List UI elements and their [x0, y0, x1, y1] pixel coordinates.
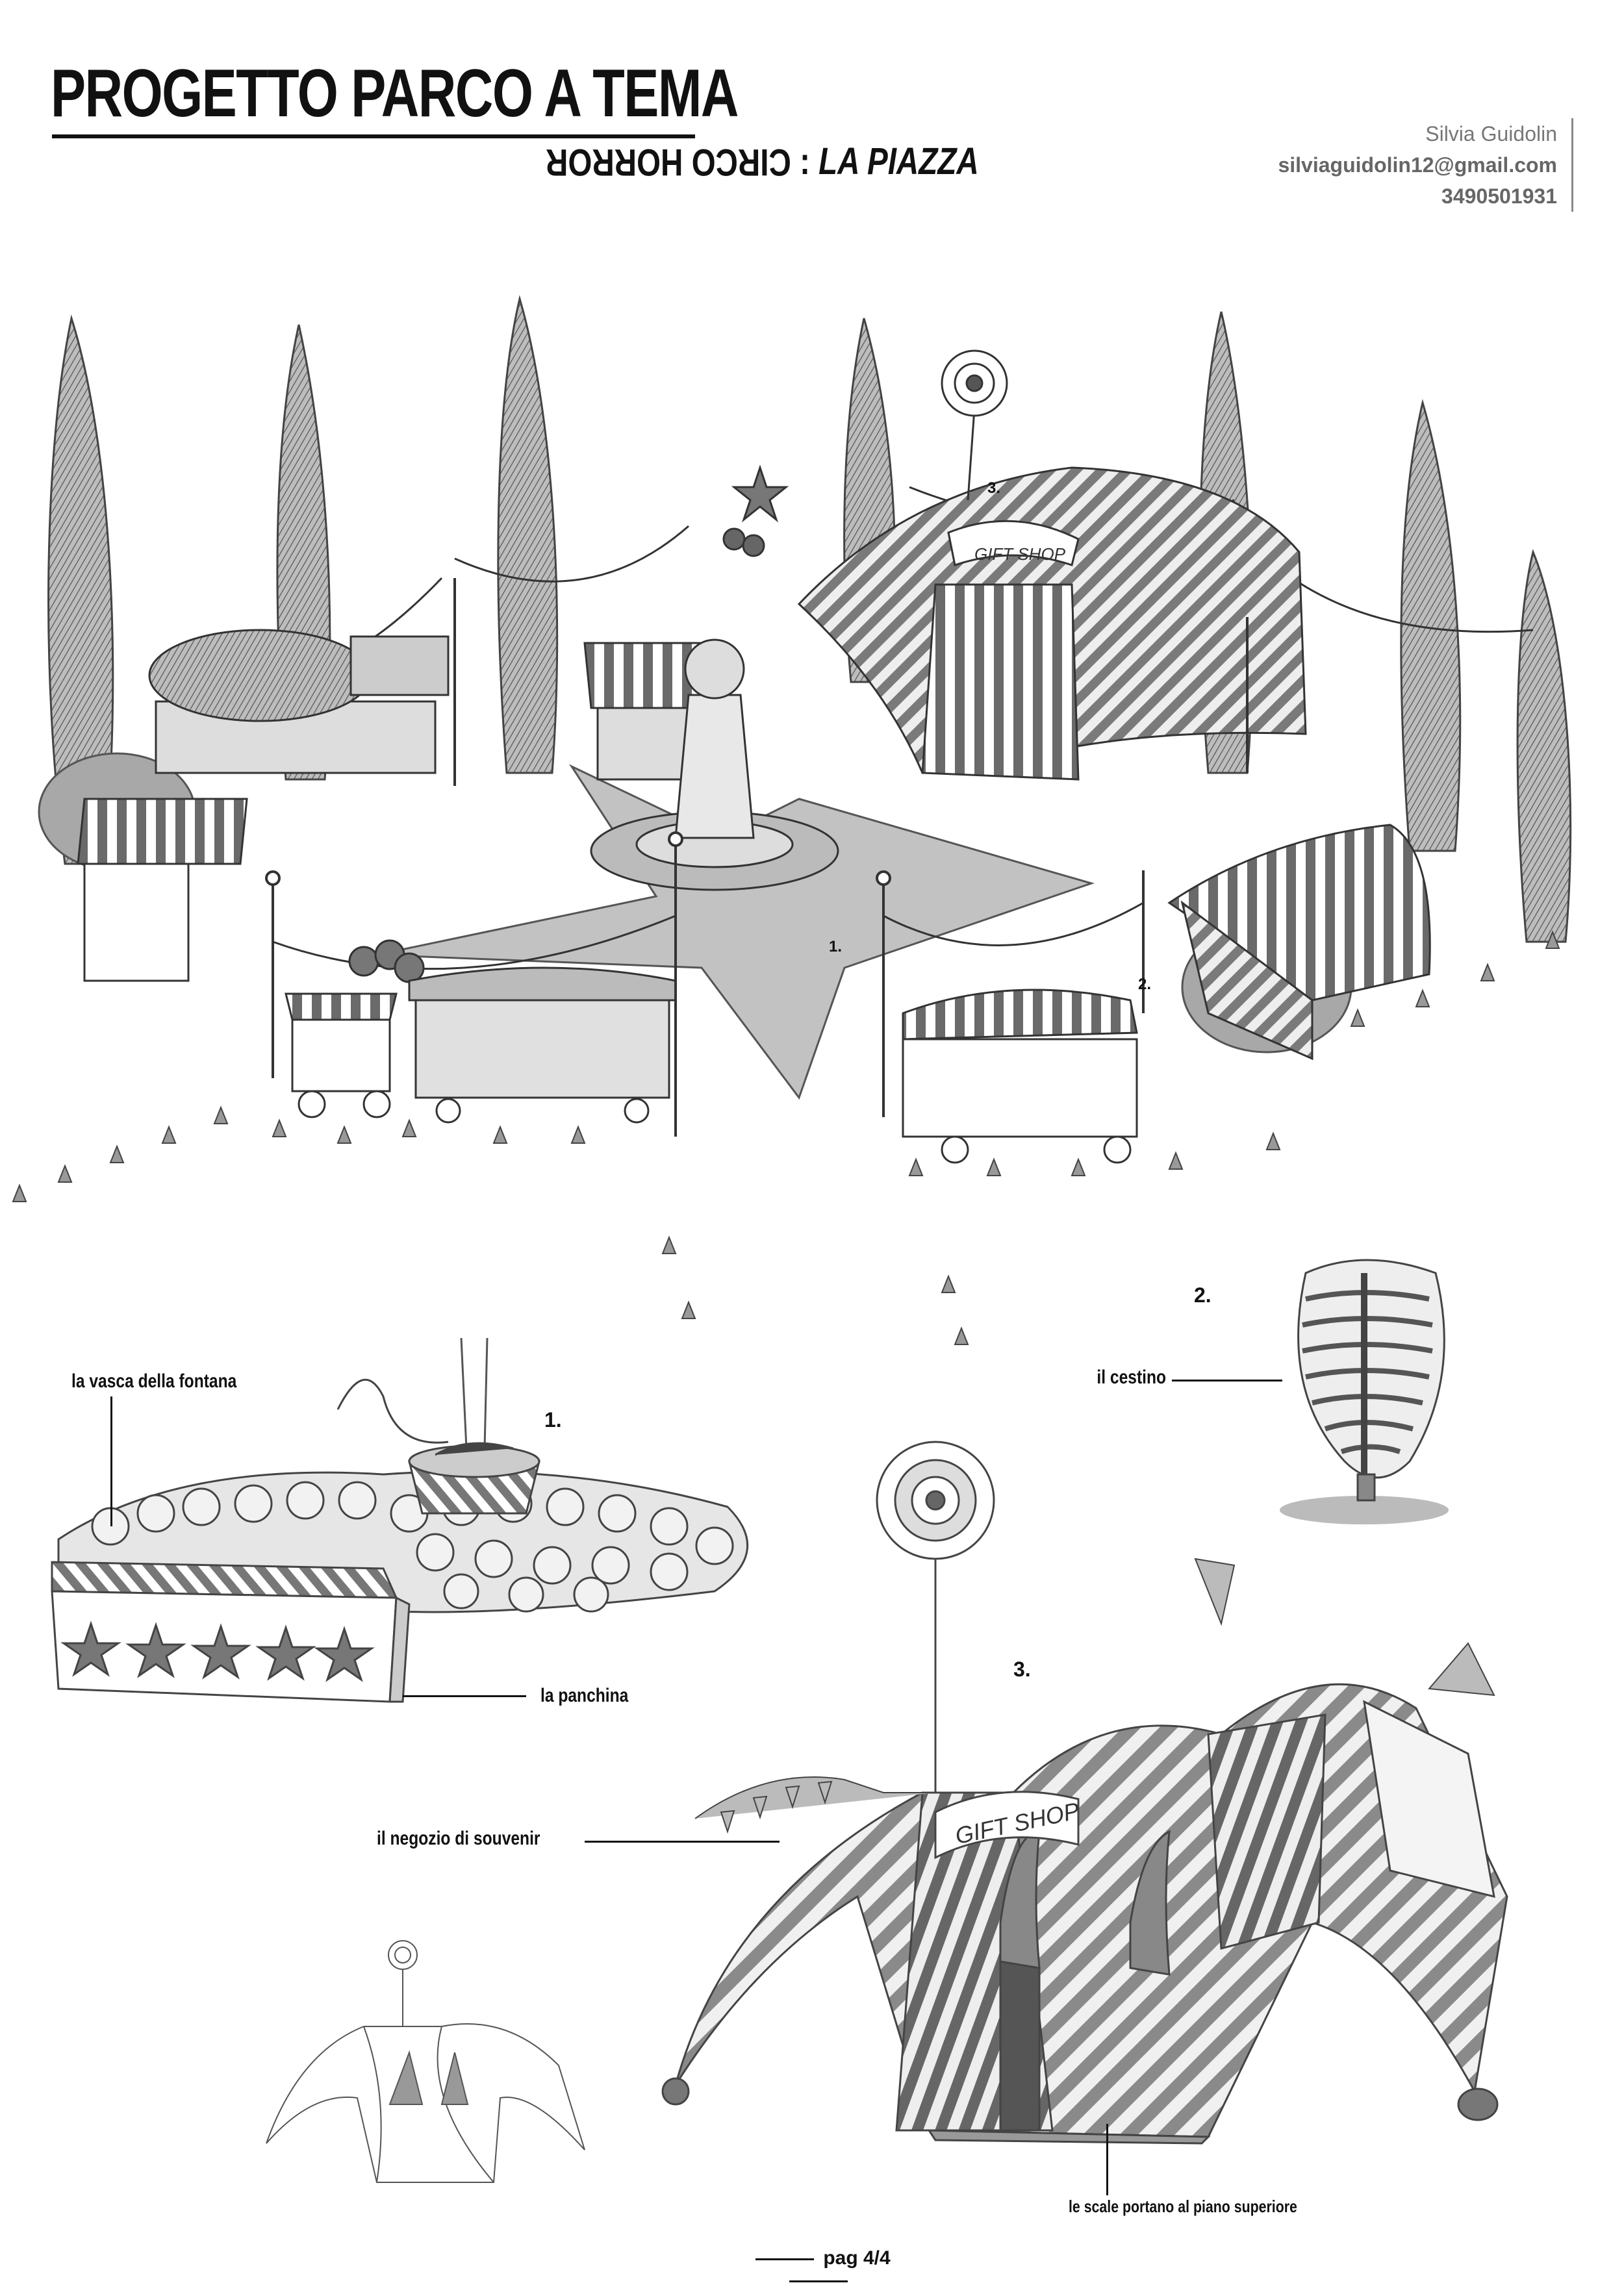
page-footer: pag 4/4	[711, 2247, 926, 2291]
pennant-flags	[694, 1558, 1495, 1834]
overview-marker-1: 1.	[829, 938, 843, 955]
popcorn-cart-and-wagon	[285, 939, 677, 1124]
left-striped-stall	[77, 798, 248, 982]
author-name: Silvia Guidolin	[1425, 122, 1557, 145]
ribcage-bin	[1297, 1259, 1445, 1502]
leader-gift-shop	[585, 1841, 780, 1843]
statue-base	[336, 1337, 540, 1515]
author-phone: 3490501931	[1441, 184, 1557, 208]
footer-dash-right	[789, 2280, 848, 2282]
detail-3-number: 3.	[1013, 1658, 1031, 1681]
lamp-posts	[265, 578, 1249, 1137]
fountain-clown-statue	[590, 464, 839, 891]
label-bench: la panchina	[540, 1685, 629, 1706]
bench-with-stars	[51, 1561, 411, 1703]
tent-canopy	[661, 1683, 1508, 2145]
detail-2-number: 2.	[1194, 1283, 1212, 1307]
subtitle-separator: :	[800, 140, 810, 183]
page-title: PROGETTO PARCO A TEMA	[51, 56, 739, 131]
cannon-wagon	[148, 629, 450, 774]
footer-dash-left	[755, 2258, 815, 2260]
right-striped-tent	[1167, 824, 1431, 1061]
title-underline	[52, 134, 695, 138]
spike-borders	[12, 930, 1560, 1345]
detail-1-number: 1.	[544, 1408, 562, 1432]
bin-detail-illustration	[1280, 1259, 1449, 1524]
gift-shop-detail-illustration: GIFT SHOP	[661, 1441, 1508, 2145]
leader-fountain-basin	[110, 1396, 112, 1526]
piazza-overview-illustration: GIFT SHOP	[12, 295, 1572, 1345]
label-fountain-basin: la vasca della fontana	[71, 1370, 237, 1392]
author-block: Silvia Guidolin silviaguidolin12@gmail.c…	[1278, 118, 1573, 212]
leader-stairs	[1106, 2124, 1108, 2195]
page-number: pag 4/4	[823, 2247, 891, 2269]
striped-caravan	[902, 989, 1138, 1164]
subtitle-place: LA PIAZZA	[818, 140, 979, 183]
star-plaza	[376, 764, 1095, 1100]
overview-marker-3: 3.	[987, 479, 1001, 497]
label-stairs: le scale portano al piano superiore	[1069, 2197, 1297, 2216]
page-subtitle: CIRCO HORROR : LA PIAZZA	[546, 140, 979, 183]
overview-marker-2: 2.	[1138, 976, 1152, 993]
label-bin: il cestino	[1097, 1367, 1166, 1388]
small-tent-sketch	[266, 1940, 585, 2183]
lollipop-spiral	[876, 1441, 995, 1793]
overview-sign-text: GIFT SHOP	[974, 544, 1066, 564]
cypress-trees	[47, 295, 1572, 943]
overview-gift-shop-tent: GIFT SHOP	[797, 349, 1307, 781]
fountain-detail-illustration	[51, 1337, 749, 1703]
subtitle-circus-flipped: CIRCO HORROR	[546, 141, 791, 183]
author-email: silviaguidolin12@gmail.com	[1278, 153, 1557, 177]
leader-bench	[403, 1695, 526, 1697]
label-gift-shop: il negozio di souvenir	[377, 1828, 540, 1849]
leader-bin	[1172, 1380, 1282, 1381]
